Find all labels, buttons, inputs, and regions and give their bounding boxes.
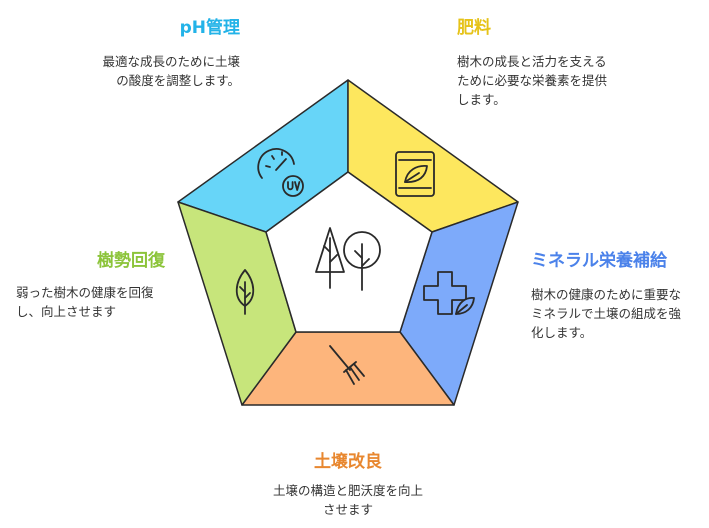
fertilizer-title: 肥料	[457, 18, 491, 38]
leaf-icon	[235, 269, 255, 315]
mineral-title: ミネラル栄養補給	[531, 251, 667, 271]
soil-description: 土壌の構造と肥沃度を向上させます	[272, 483, 423, 517]
recovery-description: 弱った樹木の健康を回復し、向上させます	[16, 285, 154, 319]
rake-icon	[329, 345, 365, 385]
soil-title: 土壌改良	[314, 452, 382, 472]
fertilizer-description: 樹木の成長と活力を支えるために必要な栄養素を提供します。	[457, 54, 608, 107]
ph-title: pH管理	[179, 18, 240, 38]
recovery-title: 樹勢回復	[97, 251, 165, 271]
mineral-description: 樹木の健康のために重要なミネラルで土壌の組成を強化します。	[531, 287, 682, 340]
cross-leaf-icon	[423, 271, 475, 315]
center-pentagon	[265, 171, 433, 333]
trees-icon	[315, 227, 381, 291]
gauge-uv-icon	[257, 148, 304, 197]
ph-description: 最適な成長のために土壌の酸度を調整します。	[102, 54, 240, 88]
fertilizer-bag-icon	[395, 151, 435, 197]
